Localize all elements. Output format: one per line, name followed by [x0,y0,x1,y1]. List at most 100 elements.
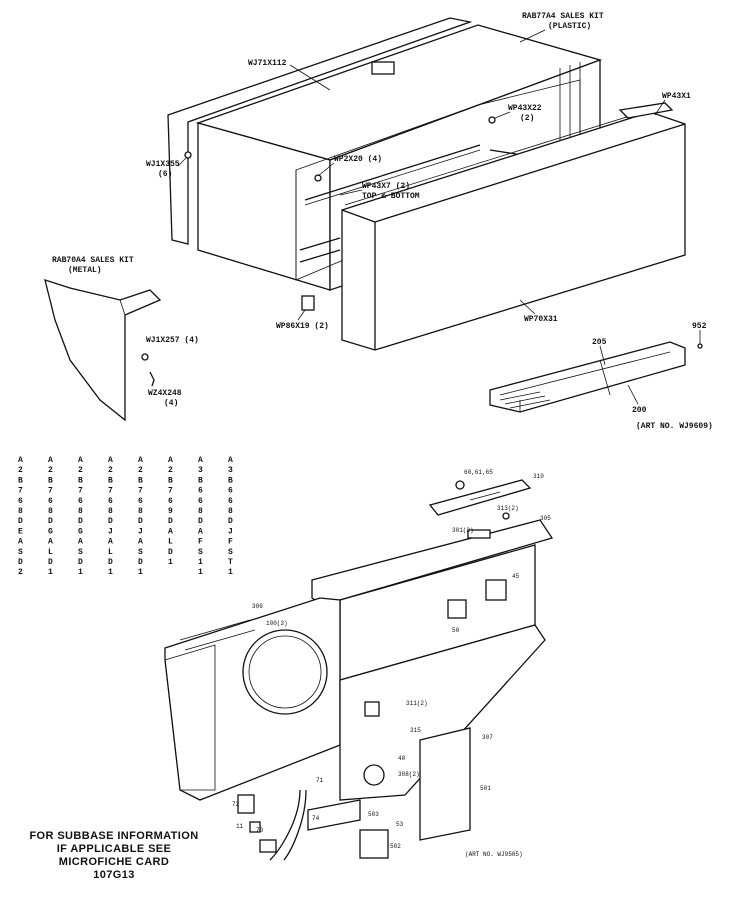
model-code-char: 6 [228,497,233,506]
model-code-char: 7 [78,487,83,496]
model-code-char: 1 [228,568,233,577]
model-code-char: 6 [78,497,83,506]
model-code-char: J [228,527,233,536]
model-code-char: 2 [48,466,53,475]
subbase-note-line: 107G13 [93,869,135,881]
model-code-char: F [228,538,233,547]
model-code-char: 6 [18,497,23,506]
model-code-char: 3 [228,466,233,475]
label-sales-kit-plastic-sub: (PLASTIC) [548,22,591,31]
model-code-char: 7 [18,487,23,496]
model-code-char: 8 [198,507,203,516]
model-code-char: E [18,527,23,536]
label-311: 311(2) [406,700,428,707]
model-code-char: S [138,548,143,557]
label-74: 74 [312,815,320,822]
model-code-char: 9 [168,507,173,516]
model-code-char: D [138,558,143,567]
label-wp43x1: WP43X1 [662,92,691,101]
model-code-char: S [228,548,233,557]
label-wp2x20: WP2X20 (4) [334,155,382,164]
label-wj71x112: WJ71X112 [248,59,287,68]
metal-sales-kit-bracket [44,279,162,422]
model-code-char: A [18,538,23,547]
label-wz4x248: WZ4X248 [148,389,182,398]
model-code-char: 2 [18,568,23,577]
model-code-char: 6 [138,497,143,506]
model-code-char: 8 [78,507,83,516]
model-code-char: A [108,456,113,465]
label-308: 308(2) [398,771,420,778]
label-45-top: 45 [512,573,520,580]
model-code-char: S [18,548,23,557]
label-wz4x248-qty: (4) [164,399,178,408]
model-code-char: 8 [18,507,23,516]
model-code-char: A [138,538,143,547]
label-wp86x19: WP86X19 (2) [276,322,329,331]
model-code-char: 6 [198,497,203,506]
model-code-char: 2 [168,466,173,475]
clip-wp86x19 [301,295,315,311]
model-code-char: 1 [138,568,143,577]
model-code-char: 7 [48,487,53,496]
model-code-char: 2 [78,466,83,475]
label-315: 315 [410,727,421,734]
label-70: 70 [256,827,264,834]
subbase-note-line: MICROFICHE CARD [58,856,170,868]
model-code-char: 7 [138,487,143,496]
model-code-char: 7 [108,487,113,496]
label-100: 100(3) [266,620,288,627]
label-310: 310 [533,473,544,480]
chassis-assembly [164,479,554,861]
model-code-char: A [78,538,83,547]
model-code-char: 8 [48,507,53,516]
subbase-info-note: FOR SUBBASE INFORMATION IF APPLICABLE SE… [14,830,214,882]
model-code-char: L [48,548,53,557]
model-code-char: A [78,456,83,465]
model-code-char: S [198,548,203,557]
subbase-note-line: IF APPLICABLE SEE [56,843,172,855]
label-306: 306 [252,603,263,610]
label-502: 502 [390,843,401,850]
model-code-char: 8 [138,507,143,516]
front-cover-panel [341,102,686,351]
model-code-char: B [48,476,53,485]
model-code-char: 1 [198,558,203,567]
model-code-char: 6 [198,487,203,496]
label-wp43x7-sub: TOP & BOTTOM [362,192,420,201]
model-code-char: A [198,456,203,465]
model-code-char: B [168,476,173,485]
model-code-char: A [18,456,23,465]
label-71: 71 [316,777,324,784]
model-code-char: 2 [18,466,23,475]
label-503: 503 [368,811,379,818]
model-code-char: F [198,538,203,547]
label-sales-kit-metal-sub: (METAL) [68,266,102,275]
model-number-columns: A2B768DEASD2A2B768DGALD1A2B768DGASD1A2B7… [18,456,233,577]
label-wj1x355-qty: (6) [158,170,172,179]
label-50: 50 [452,627,460,634]
label-305: 305 [540,515,551,522]
model-code-char: L [108,548,113,557]
model-code-char: 1 [198,568,203,577]
model-code-char: A [168,456,173,465]
model-code-char: 6 [108,497,113,506]
model-code-char: D [138,517,143,526]
model-code-char: 6 [228,487,233,496]
model-code-char: J [108,527,113,536]
upper-callouts: RAB77A4 SALES KIT (PLASTIC) WJ71X112 WP4… [52,12,713,431]
label-art-lower: (ART NO. WJ9505) [465,851,523,858]
label-53: 53 [396,821,404,828]
model-code-char: 6 [48,497,53,506]
model-code-char: T [228,558,233,567]
label-sales-kit-metal: RAB70A4 SALES KIT [52,256,134,265]
lower-callouts: 60,61,65 310 313(2) 305 301(2) 45 50 306… [232,469,551,858]
label-501: 501 [480,785,491,792]
label-wp43x22-qty: (2) [520,114,534,123]
model-code-char: L [168,538,173,547]
label-952: 952 [692,322,707,331]
model-code-char: D [48,517,53,526]
model-code-char: D [108,558,113,567]
label-wj1x257: WJ1X257 (4) [146,336,199,345]
